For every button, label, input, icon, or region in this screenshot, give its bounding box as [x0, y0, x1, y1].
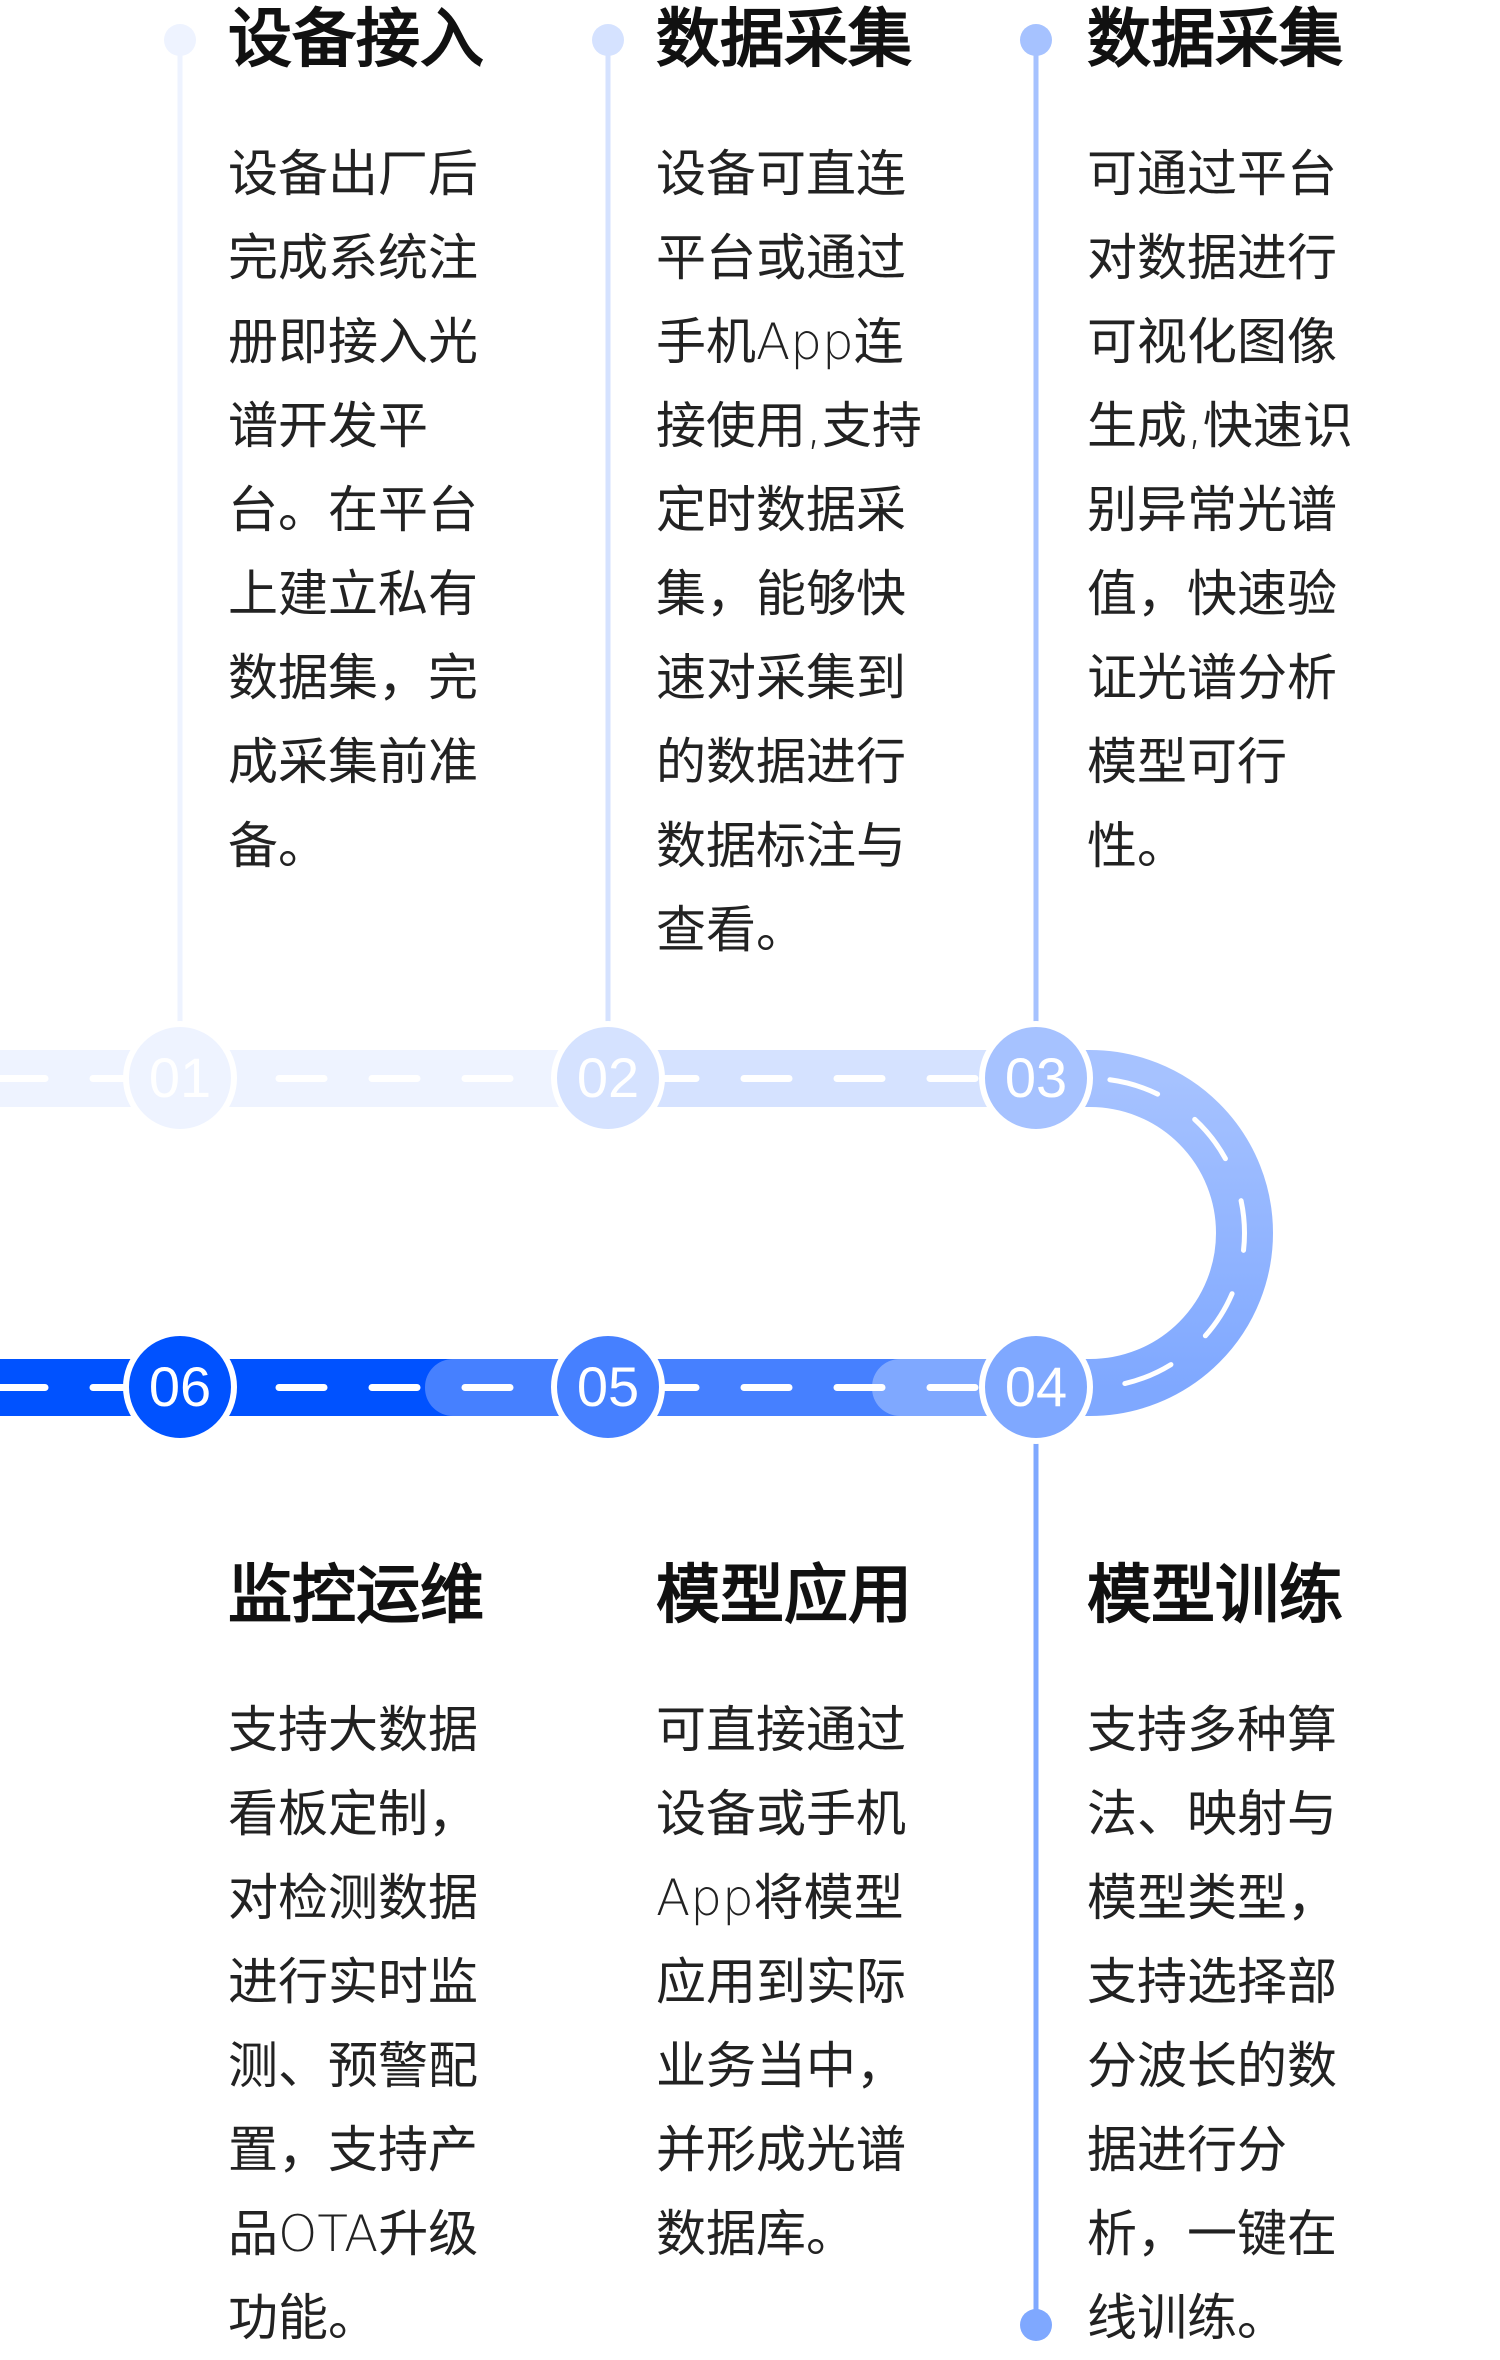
description-line: 备。 [228, 817, 328, 875]
step-description: 可直接通过设备或手机 App将模型应用到实际业务当中， 并形成光谱数据库。 [656, 1688, 912, 2276]
description-line: 测、预警配 [228, 2037, 478, 2095]
description-line: 数据集，完 [228, 649, 478, 707]
description-line: 品OTA升级 [228, 2205, 479, 2263]
description-line: 设备或手机 [656, 1785, 906, 1843]
description-line: 数据标注与 [656, 817, 906, 875]
description-line: 并形成光谱 [656, 2121, 906, 2179]
description-line: 设备可直连 [656, 145, 906, 203]
description-line: 上建立私有 [228, 565, 478, 623]
step-circle-03 [979, 1021, 1093, 1135]
step-card-05: 模型应用 可直接通过设备或手机 App将模型应用到实际业务当中， 并形成光谱数据库。 [656, 1556, 912, 2276]
description-line: 据进行分 [1087, 2121, 1287, 2179]
description-line: 册即接入光 [228, 313, 478, 371]
connector-dot-04 [1020, 2309, 1052, 2341]
description-line: 查看。 [656, 901, 806, 959]
description-line: App将模型 [656, 1869, 904, 1927]
description-line: 分波长的数 [1087, 2037, 1337, 2095]
description-line: 功能。 [228, 2289, 378, 2347]
step-title: 监控运维 [228, 1559, 484, 1633]
description-line: 看板定制， [228, 1785, 478, 1843]
description-line: 法、映射与 [1087, 1785, 1337, 1843]
step-description: 可通过平台对数据进行可视化图像生成,快速识别异常光谱值，快速验证光谱分析模型可行… [1087, 132, 1353, 888]
description-line: 支持大数据 [228, 1701, 478, 1759]
step-description: 设备可直连平台或通过手机App连接使用,支持定时数据采集，能够快速对采集到的数据… [656, 132, 922, 972]
step-number-05: 05 [576, 1355, 640, 1418]
description-line: 集，能够快 [656, 565, 906, 623]
step-circle-01 [123, 1021, 237, 1135]
description-line: 支持选择部 [1087, 1953, 1337, 2011]
description-line: 值，快速验 [1087, 565, 1337, 623]
description-line: 证光谱分析 [1087, 649, 1337, 707]
description-line: 可通过平台 [1087, 145, 1337, 203]
description-line: 手机App连 [656, 313, 904, 371]
description-line: 的数据进行 [656, 733, 906, 791]
step-circle-06 [123, 1330, 237, 1444]
description-line: 完成系统注 [228, 229, 478, 287]
step-card-04: 模型训练 支持多种算法、映射与模型类型， 支持选择部分波长的数据进行分析，一键在线… [1087, 1556, 1343, 2360]
description-line: 置，支持产 [228, 2121, 478, 2179]
step-description: 支持多种算法、映射与模型类型， 支持选择部分波长的数据进行分析，一键在线训练。 [1087, 1688, 1343, 2360]
step-card-03: 数据采集 可通过平台对数据进行可视化图像生成,快速识别异常光谱值，快速验证光谱分… [1087, 0, 1353, 888]
description-line: 进行实时监 [228, 1953, 478, 2011]
step-title: 设备接入 [228, 3, 484, 77]
step-card-02: 数据采集 设备可直连平台或通过手机App连接使用,支持定时数据采集，能够快速对采… [656, 0, 922, 972]
connector-dot-02 [592, 24, 624, 56]
description-line: 谱开发平 [228, 397, 428, 455]
description-line: 可直接通过 [656, 1701, 906, 1759]
lane-dashes [1087, 1076, 1247, 1390]
step-number-03: 03 [1004, 1046, 1068, 1109]
description-line: 别异常光谱 [1087, 481, 1337, 539]
description-line: 生成,快速识 [1087, 397, 1353, 455]
step-title: 模型应用 [656, 1559, 912, 1633]
description-line: 业务当中， [656, 2037, 906, 2095]
description-line: 对检测数据 [228, 1869, 478, 1927]
step-card-06: 监控运维 支持大数据看板定制， 对检测数据进行实时监测、预警配置，支持产品OTA升… [228, 1556, 484, 2360]
description-line: 线训练。 [1087, 2289, 1287, 2347]
step-card-01: 设备接入 设备出厂后完成系统注册即接入光谱开发平台。在平台上建立私有数据集，完成… [228, 0, 484, 888]
step-number-06: 06 [148, 1355, 212, 1418]
description-line: 数据库。 [656, 2205, 856, 2263]
description-line: 应用到实际 [656, 1953, 906, 2011]
step-circle-02 [551, 1021, 665, 1135]
description-line: 定时数据采 [656, 481, 906, 539]
description-line: 设备出厂后 [228, 145, 478, 203]
description-line: 对数据进行 [1087, 229, 1337, 287]
connector-dot-01 [164, 24, 196, 56]
description-line: 模型类型， [1087, 1869, 1337, 1927]
description-line: 接使用,支持 [656, 397, 922, 455]
step-circle-04 [979, 1330, 1093, 1444]
step-title: 数据采集 [656, 3, 912, 77]
step-number-04: 04 [1004, 1355, 1068, 1418]
description-line: 析，一键在 [1087, 2205, 1337, 2263]
description-line: 速对采集到 [656, 649, 906, 707]
description-line: 可视化图像 [1087, 313, 1337, 371]
step-description: 支持大数据看板定制， 对检测数据进行实时监测、预警配置，支持产品OTA升级功能。 [228, 1688, 484, 2360]
step-circle-05 [551, 1330, 665, 1444]
description-line: 模型可行 [1087, 733, 1287, 791]
step-number-01: 01 [148, 1046, 212, 1109]
step-title: 数据采集 [1087, 3, 1343, 77]
description-line: 支持多种算 [1087, 1701, 1337, 1759]
description-line: 台。在平台 [228, 481, 478, 539]
description-line: 成采集前准 [228, 733, 478, 791]
step-number-02: 02 [576, 1046, 640, 1109]
connector-dot-03 [1020, 24, 1052, 56]
step-title: 模型训练 [1087, 1559, 1343, 1633]
description-line: 平台或通过 [656, 229, 906, 287]
description-line: 性。 [1087, 817, 1187, 875]
step-description: 设备出厂后完成系统注册即接入光谱开发平台。在平台上建立私有数据集，完成采集前准备… [228, 132, 484, 888]
